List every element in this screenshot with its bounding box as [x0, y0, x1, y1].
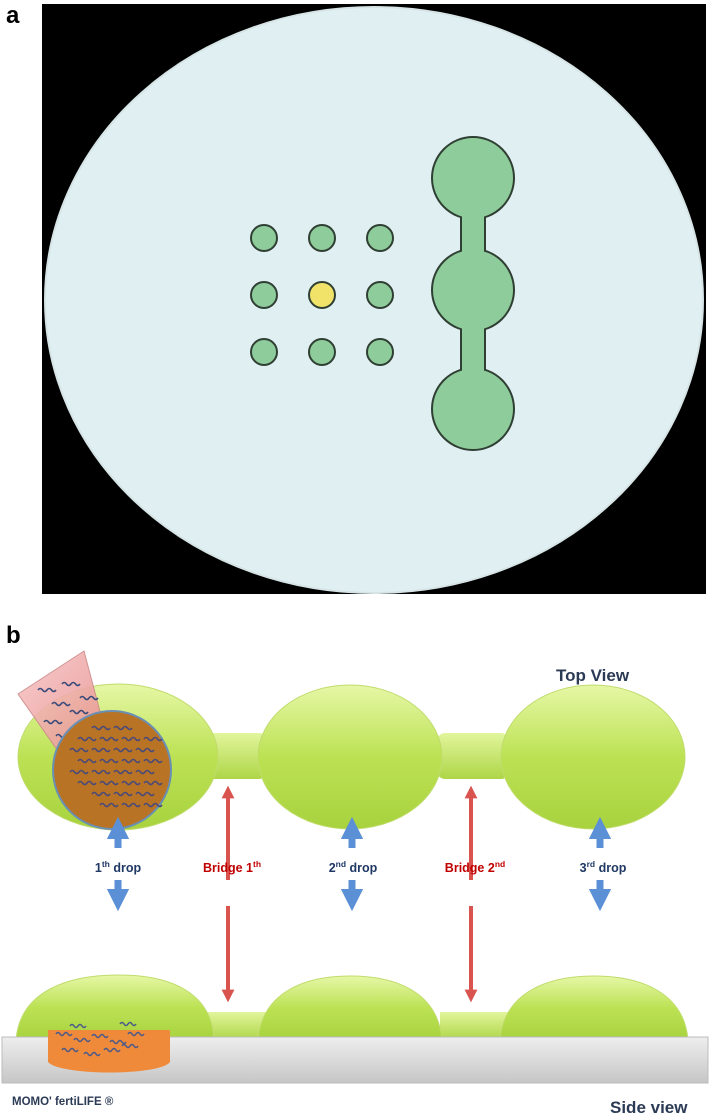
top-drop-3 — [500, 684, 686, 830]
label-drop-3: 3rd drop — [580, 859, 627, 875]
small-drop — [308, 224, 336, 252]
label-bridge-1: Bridge 1th — [203, 859, 261, 875]
drop-labels: 1th drop Bridge 1th 2nd drop Bridge 2nd … — [95, 859, 627, 875]
top-view-label: Top View — [556, 666, 630, 685]
sperm — [103, 1047, 121, 1053]
sperm — [43, 719, 63, 725]
sperm — [99, 780, 119, 786]
sperm — [121, 780, 141, 786]
sperm — [127, 1031, 145, 1037]
sperm — [143, 758, 163, 764]
sperm — [73, 1037, 91, 1043]
sperm — [99, 802, 119, 808]
sperm — [83, 1051, 101, 1057]
three-drop-chain — [431, 136, 515, 451]
sperm — [99, 758, 119, 764]
drop-arrows — [106, 816, 612, 912]
small-drop — [250, 224, 278, 252]
side-view-label: Side view — [610, 1098, 688, 1117]
center-drop — [308, 281, 336, 309]
sperm — [113, 791, 133, 797]
sample-sperm — [69, 725, 163, 808]
sperm — [91, 1033, 109, 1039]
chain-join-upper — [462, 216, 484, 254]
sperm-sample — [52, 710, 172, 830]
sperm — [121, 736, 141, 742]
label-drop-2: 2nd drop — [329, 859, 378, 875]
sperm — [37, 687, 57, 693]
drop-grid — [250, 224, 394, 366]
sperm — [143, 802, 163, 808]
chain-join-lower — [462, 328, 484, 372]
sperm — [69, 769, 89, 775]
sperm — [91, 769, 111, 775]
sperm — [69, 709, 89, 715]
label-bridge-2: Bridge 2nd — [445, 859, 505, 875]
sperm — [143, 736, 163, 742]
sperm — [135, 747, 155, 753]
sperm — [69, 1023, 87, 1029]
side-bridge-2 — [440, 1012, 512, 1040]
sperm — [55, 1031, 73, 1037]
small-drop — [250, 338, 278, 366]
panel-a-label: a — [6, 2, 20, 29]
sperm — [121, 1043, 139, 1049]
sperm — [121, 802, 141, 808]
small-drop — [250, 281, 278, 309]
label-drop-1: 1th drop — [95, 859, 142, 875]
side-sperm — [55, 1021, 145, 1057]
brand-label: MOMO' fertiLIFE ® — [12, 1096, 114, 1108]
sperm — [51, 701, 71, 707]
sperm — [77, 736, 97, 742]
sperm — [99, 736, 119, 742]
sperm — [77, 780, 97, 786]
bridge-arrows — [221, 785, 478, 1003]
sperm — [109, 1039, 127, 1045]
sperm — [91, 747, 111, 753]
sperm — [113, 725, 133, 731]
top-bridge-2 — [437, 733, 509, 779]
panel-b-label: b — [6, 622, 21, 649]
sperm — [113, 769, 133, 775]
sperm — [77, 758, 97, 764]
sperm — [121, 758, 141, 764]
side-drop-2 — [257, 975, 443, 1041]
small-drop — [366, 281, 394, 309]
sperm — [119, 1021, 137, 1027]
sperm — [135, 769, 155, 775]
small-drop — [366, 338, 394, 366]
small-drop — [366, 224, 394, 252]
sperm — [143, 780, 163, 786]
sperm — [69, 747, 89, 753]
sperm — [113, 747, 133, 753]
sperm — [79, 695, 99, 701]
side-drop-3 — [499, 975, 689, 1041]
side-drop-1 — [15, 974, 215, 1041]
sperm — [61, 1047, 79, 1053]
sperm — [61, 681, 81, 687]
top-drop-2 — [257, 684, 443, 830]
side-view — [1, 974, 709, 1084]
sperm — [91, 725, 111, 731]
sperm — [91, 791, 111, 797]
sperm — [135, 791, 155, 797]
small-drop — [308, 338, 336, 366]
